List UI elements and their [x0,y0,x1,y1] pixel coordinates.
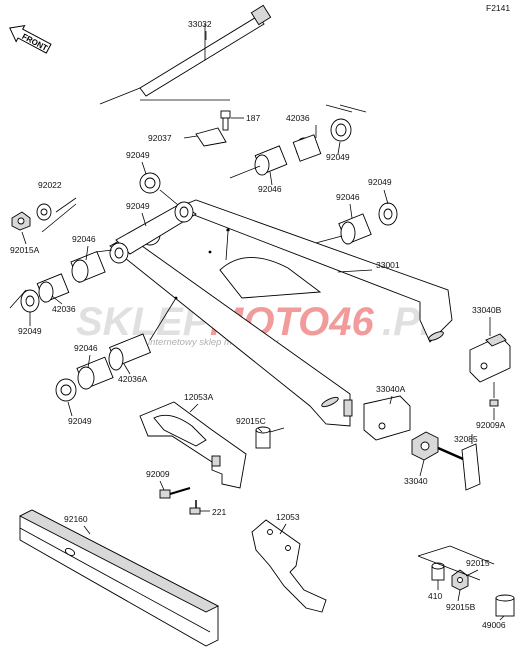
cap-49006 [495,594,515,617]
leader-lines [21,31,505,621]
label-92046-right: 92046 [336,192,360,202]
needle-bearing-92046-upper [254,145,288,176]
swingarm-33001 [109,199,453,427]
chain-guide-12053A [139,401,247,489]
label-33040A: 33040A [376,384,406,394]
collar-42036-left [36,273,70,303]
needle-bearing-92046-right [338,213,372,245]
chain-adjuster-33040A [363,395,411,441]
figure-code: F2141 [486,3,510,13]
label-92049-a: 92049 [126,150,150,160]
chain-guard-12053 [251,519,327,613]
label-92046-left: 92046 [72,234,96,244]
bolt-92009A [489,399,499,407]
collar-42036-upper [292,134,322,162]
label-92015: 92015 [466,558,490,568]
label-33032: 33032 [188,19,212,29]
label-92015A: 92015A [10,245,40,255]
block-32085 [461,443,481,491]
bolt-92009 [159,487,191,499]
label-221: 221 [212,507,226,517]
label-92049-left: 92049 [18,326,42,336]
label-49006: 49006 [482,620,506,630]
label-92022: 92022 [38,180,62,190]
bolt-187 [220,110,231,131]
label-92049-lower: 92049 [68,416,92,426]
label-32085: 32085 [454,434,478,444]
needle-bearing-92046-left [70,250,106,284]
collar-42036A [108,333,152,371]
chain-slider-92160 [19,509,219,647]
label-12053A: 12053A [184,392,214,402]
label-92049-upper-right: 92049 [326,152,350,162]
label-92009: 92009 [146,469,170,479]
label-92046-lower: 92046 [74,343,98,353]
label-92049-right: 92049 [368,177,392,187]
label-42036-left: 42036 [52,304,76,314]
clip-92037 [195,127,227,147]
label-187: 187 [246,113,260,123]
pivot-shaft [99,4,272,105]
adjuster-33040 [411,431,471,464]
label-410: 410 [428,591,442,601]
label-33040: 33040 [404,476,428,486]
part-labels: 33032 187 92037 42036 92049 92049 92046 … [10,19,506,630]
label-92046-upper: 92046 [258,184,282,194]
needle-bearing-92046-lower [76,356,114,390]
label-33001: 33001 [376,260,400,270]
label-12053: 12053 [276,512,300,522]
label-92049-b: 92049 [126,201,150,211]
label-42036-upper: 42036 [286,113,310,123]
label-92037: 92037 [148,133,172,143]
label-33040B: 33040B [472,305,502,315]
collar-92015C [255,426,271,449]
label-92160: 92160 [64,514,88,524]
label-92015B: 92015B [446,602,476,612]
watermark-tagline: internetowy sklep motocyklowy [148,337,280,348]
label-42036A: 42036A [118,374,148,384]
chain-adjuster-33040B [469,333,511,383]
label-92009A: 92009A [476,420,506,430]
label-92015C: 92015C [236,416,266,426]
front-arrow-icon: FRONT [9,24,52,54]
nut-92015B [451,569,469,591]
screw-221 [189,500,201,515]
